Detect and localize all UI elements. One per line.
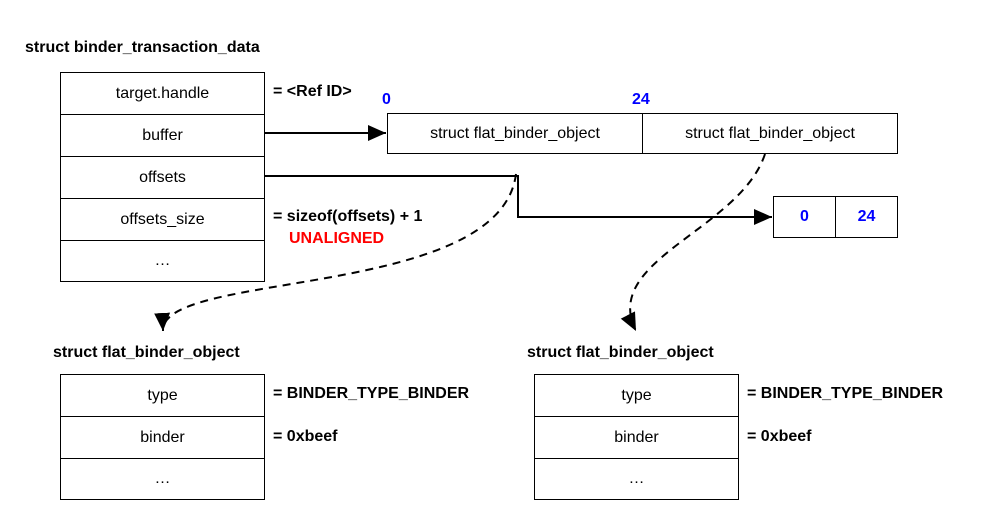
object-0-field-type: type bbox=[61, 375, 264, 417]
transaction-struct: target.handle buffer offsets offsets_siz… bbox=[60, 72, 265, 282]
transaction-title: struct binder_transaction_data bbox=[25, 39, 260, 56]
field-buffer: buffer bbox=[61, 115, 264, 157]
offsets-array: 0 24 bbox=[773, 196, 898, 238]
buffer-offset-label-0: 0 bbox=[382, 91, 391, 108]
object-1-title: struct flat_binder_object bbox=[527, 344, 714, 361]
object-0-dashed-arrow bbox=[154, 173, 517, 332]
object-1-field-type: type bbox=[535, 375, 738, 417]
buffer-row: struct flat_binder_object struct flat_bi… bbox=[387, 113, 898, 154]
field-offsets-size: offsets_size bbox=[61, 199, 264, 241]
object-1-type-annotation: = BINDER_TYPE_BINDER bbox=[747, 385, 944, 402]
object-0-type-annotation: = BINDER_TYPE_BINDER bbox=[273, 385, 470, 402]
object-0-field-ellipsis: … bbox=[154, 470, 171, 487]
offsets-entry-1: 24 bbox=[857, 208, 876, 225]
field-target-handle: target.handle bbox=[61, 73, 264, 115]
offsets-entry-0: 0 bbox=[774, 197, 836, 237]
object-0-struct: type binder … bbox=[60, 374, 265, 500]
buffer-object-1: struct flat_binder_object bbox=[685, 124, 855, 142]
object-1-field-ellipsis: … bbox=[628, 470, 645, 487]
field-offsets: offsets bbox=[61, 157, 264, 199]
object-1-field-binder: binder bbox=[535, 417, 738, 459]
object-0-binder-annotation: = 0xbeef bbox=[273, 428, 338, 445]
object-0-title: struct flat_binder_object bbox=[53, 344, 240, 361]
offsets-arrow bbox=[265, 175, 772, 225]
object-1-struct: type binder … bbox=[534, 374, 739, 500]
buffer-object-0: struct flat_binder_object bbox=[388, 114, 643, 153]
target-handle-annotation: = <Ref ID> bbox=[273, 83, 352, 100]
object-0-field-binder: binder bbox=[61, 417, 264, 459]
object-1-binder-annotation: = 0xbeef bbox=[747, 428, 812, 445]
unaligned-note: UNALIGNED bbox=[289, 230, 385, 247]
offsets-size-annotation: = sizeof(offsets) + 1 bbox=[273, 208, 423, 225]
object-1-dashed-arrow bbox=[620, 153, 766, 332]
buffer-offset-label-24: 24 bbox=[632, 91, 650, 108]
field-ellipsis: … bbox=[154, 252, 171, 269]
